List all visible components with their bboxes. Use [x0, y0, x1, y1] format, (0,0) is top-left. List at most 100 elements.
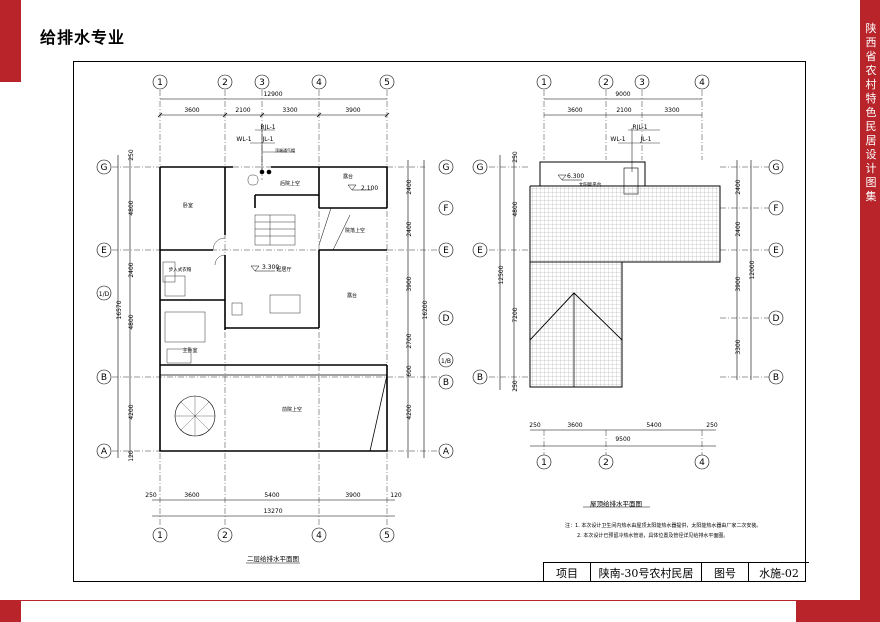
dim-text: 120 — [128, 450, 135, 462]
side-title-char: 西 — [865, 36, 877, 49]
side-title-char: 省 — [865, 50, 877, 63]
room-bedroom: 卧室 — [183, 202, 193, 209]
room-terrace: 露台 — [347, 292, 357, 299]
axis-label: 1 — [157, 78, 163, 88]
dim-text: 5400 — [264, 492, 279, 499]
side-title-char: 色 — [865, 106, 877, 119]
axis-label: B — [477, 373, 483, 383]
left-axis-lines — [112, 90, 440, 525]
axis-label: 1 — [541, 458, 547, 468]
dim-text: 3600 — [184, 492, 199, 499]
axis-label: B — [443, 378, 449, 388]
axis-label: 4 — [699, 78, 705, 88]
project-name: 陕南-30号农村民居 — [590, 562, 701, 582]
pipe-label-jl: JL-1 — [262, 136, 274, 143]
drawing-no: 水施-02 — [748, 562, 809, 582]
axis-label: G — [773, 163, 780, 173]
side-title-char: 计 — [865, 162, 877, 175]
axis-label: D — [443, 314, 450, 324]
axis-label: 4 — [316, 531, 322, 541]
axis-label: A — [101, 447, 108, 457]
bottom-left-accent-bar — [0, 600, 21, 622]
dim-text: 250 — [529, 422, 541, 429]
dim-text: 3600 — [567, 422, 582, 429]
room-court2: 院落上空 — [345, 227, 365, 234]
dim-text: 12500 — [498, 265, 505, 284]
dim-text: 12000 — [749, 260, 756, 279]
axis-label: E — [773, 246, 779, 256]
dim-text: 3900 — [345, 492, 360, 499]
drawing-frame — [73, 61, 806, 582]
room-master: 主卧室 — [182, 347, 197, 354]
dim-total: 16570 — [116, 300, 123, 319]
dim-text: 3300 — [735, 339, 742, 354]
dim-text: 3300 — [664, 107, 679, 114]
dim-text: 250 — [128, 149, 135, 161]
left-plan — [112, 90, 440, 525]
pipe-label-jl: JL-1 — [640, 136, 652, 143]
axis-label: F — [773, 204, 778, 214]
dim-text: 2400 — [735, 179, 742, 194]
dim-text: 2100 — [235, 107, 250, 114]
axis-label: G — [443, 163, 450, 173]
axis-label: 1/D — [99, 291, 110, 298]
axis-label: 4 — [316, 78, 322, 88]
dim-text: 2400 — [406, 221, 413, 236]
dim-total: 13270 — [263, 508, 282, 515]
roof-hatch — [530, 186, 720, 387]
roof-elev: 6.300 — [567, 173, 584, 180]
dim-total: 12900 — [263, 91, 282, 98]
side-title-char: 陕 — [865, 22, 877, 35]
left-plan-caption: 二层给排水平面图 — [247, 554, 299, 563]
axis-label: G — [477, 163, 484, 173]
pipe-label-wl: WL-1 — [236, 136, 251, 143]
top-left-accent-bar — [0, 0, 21, 82]
dim-total: 16200 — [422, 300, 429, 319]
axis-label: B — [773, 373, 779, 383]
axis-label: F — [443, 204, 448, 214]
bottom-right-accent-bar — [796, 600, 862, 622]
side-title-char: 集 — [865, 190, 877, 203]
dim-text: 3900 — [735, 276, 742, 291]
note-line-1: 注：1. 本次设计卫生间内热水由屋顶太阳能热水器提供，太阳能热水器由厂家二次安装… — [565, 523, 762, 529]
axis-label: 3 — [259, 78, 265, 88]
axis-label: 1/B — [441, 358, 451, 365]
bottom-divider — [21, 600, 796, 601]
dim-text: 120 — [390, 492, 402, 499]
axis-label: D — [773, 314, 780, 324]
axis-label: E — [101, 246, 107, 256]
dim-text: 3600 — [567, 107, 582, 114]
axis-label: 2 — [222, 531, 228, 541]
dim-text: 4800 — [128, 200, 135, 215]
axis-label: E — [477, 246, 483, 256]
axis-label: 5 — [384, 78, 390, 88]
axis-label: 2 — [603, 78, 609, 88]
elev-2: 3.300 — [262, 264, 279, 271]
axis-label: 1 — [541, 78, 547, 88]
dim-text: 2400 — [735, 221, 742, 236]
side-title-char: 特 — [865, 92, 877, 105]
room-front-yard: 前院上空 — [282, 406, 302, 413]
pipe-label-rjl: RJL-1 — [260, 124, 275, 131]
side-title-char: 图 — [865, 176, 877, 189]
pipe-label-rjl: RJL-1 — [632, 124, 647, 131]
room-vent: 顶端通气帽 — [275, 147, 295, 153]
dim-text: 600 — [406, 365, 413, 377]
dim-text: 250 — [145, 492, 157, 499]
dim-total: 9500 — [615, 436, 630, 443]
right-plan-caption: 屋顶给排水平面图 — [590, 499, 642, 508]
room-living: 起居厅 — [276, 267, 291, 273]
room-terrace-top: 露台 — [343, 173, 353, 180]
dim-text: 2100 — [616, 107, 631, 114]
side-title-char: 民 — [865, 120, 877, 133]
dim-text: 4200 — [406, 404, 413, 419]
dim-text: 2700 — [406, 333, 413, 348]
axis-label: B — [101, 373, 107, 383]
note-line-2: 2. 本次设计已预留冷热水管道，具体位置及管径详见给排水平面图。 — [577, 533, 729, 539]
axis-label: 2 — [222, 78, 228, 88]
project-label: 项目 — [543, 562, 590, 582]
dim-text: 4800 — [512, 201, 519, 216]
room-walkin: 步入式衣帽 — [169, 266, 192, 273]
solar-label: 太阳能平台 — [579, 181, 602, 188]
